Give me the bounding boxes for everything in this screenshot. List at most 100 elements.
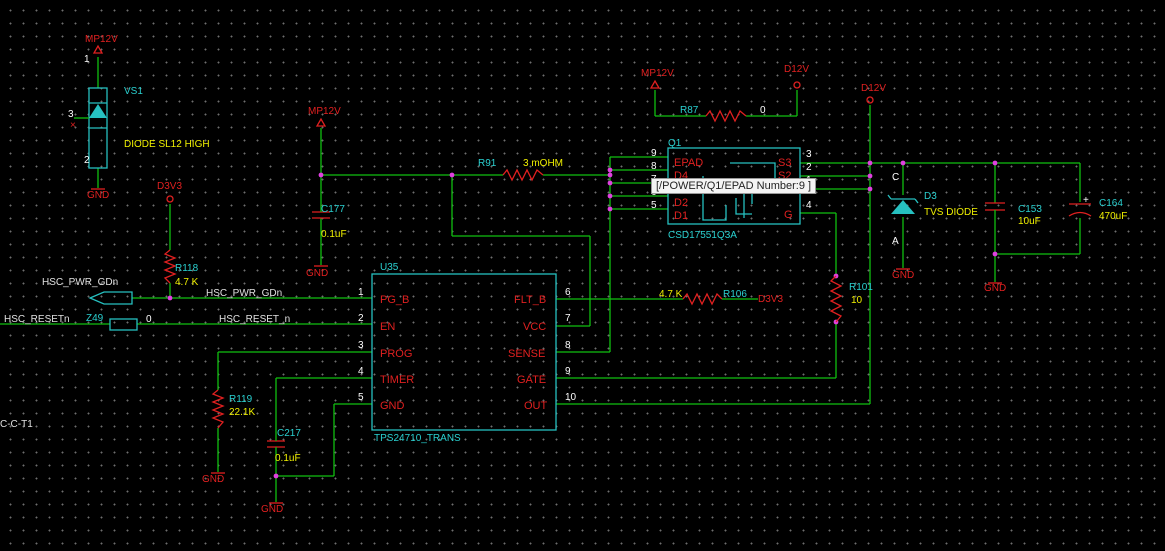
svg-text:0.1uF: 0.1uF bbox=[321, 229, 347, 240]
svg-text:C: C bbox=[892, 172, 899, 183]
resistor-r118[interactable]: R118 4.7 K bbox=[163, 249, 199, 288]
svg-text:GND: GND bbox=[380, 400, 405, 412]
svg-text:MP12V: MP12V bbox=[85, 34, 118, 45]
svg-text:G: G bbox=[784, 209, 793, 221]
svg-text:5: 5 bbox=[651, 200, 657, 211]
svg-text:CSD17551Q3A: CSD17551Q3A bbox=[668, 230, 737, 241]
svg-text:0.1uF: 0.1uF bbox=[275, 453, 301, 464]
junctions bbox=[167, 160, 998, 479]
gnd-c217[interactable]: GND bbox=[261, 502, 283, 515]
svg-text:TPS24710_TRANS: TPS24710_TRANS bbox=[374, 433, 461, 444]
power-d3v3-r118[interactable]: D3V3 bbox=[157, 181, 182, 203]
svg-text:U35: U35 bbox=[380, 262, 399, 273]
svg-text:4.7 K: 4.7 K bbox=[659, 289, 683, 300]
svg-text:HSC_RESET_n: HSC_RESET_n bbox=[219, 314, 290, 325]
svg-text:C217: C217 bbox=[277, 428, 301, 439]
svg-text:FLT_B: FLT_B bbox=[514, 294, 546, 306]
svg-text:C153: C153 bbox=[1018, 204, 1042, 215]
svg-text:GND: GND bbox=[892, 270, 914, 281]
svg-text:R118: R118 bbox=[175, 263, 199, 274]
svg-text:3 mOHM: 3 mOHM bbox=[523, 158, 563, 169]
hsc-pwr-gdn-port[interactable]: HSC_PWR_GDn HSC_PWR_GDn bbox=[42, 277, 282, 305]
power-d12v-r87[interactable]: D12V bbox=[784, 64, 809, 89]
svg-text:+: + bbox=[1083, 195, 1089, 206]
svg-text:D2: D2 bbox=[674, 197, 688, 209]
svg-text:D12V: D12V bbox=[861, 83, 886, 94]
power-d12v-out[interactable]: D12V bbox=[861, 83, 886, 104]
jumper-z49[interactable]: Z49 0 HSC_RESETn HSC_RESET_n bbox=[4, 313, 290, 331]
svg-text:0: 0 bbox=[760, 105, 766, 116]
svg-text:EN: EN bbox=[380, 321, 395, 333]
svg-text:9: 9 bbox=[565, 366, 571, 377]
svg-text:GND: GND bbox=[306, 268, 328, 279]
gnd-r119[interactable]: GND bbox=[202, 472, 225, 485]
resistor-r101[interactable]: R101 10 bbox=[829, 275, 873, 323]
gnd-c153[interactable]: GND bbox=[984, 282, 1006, 294]
resistor-r106[interactable]: 4.7 K R106 D3V3 bbox=[659, 289, 783, 306]
svg-text:7: 7 bbox=[565, 313, 571, 324]
gnd-d3[interactable]: GND bbox=[892, 268, 914, 281]
capacitor-c217[interactable]: C217 0.1uF bbox=[267, 428, 301, 464]
tvs-diode-d3[interactable]: D3 TVS DIODE C A bbox=[887, 172, 978, 247]
svg-text:GND: GND bbox=[261, 504, 283, 515]
svg-text:2: 2 bbox=[358, 313, 364, 324]
svg-text:3: 3 bbox=[68, 109, 74, 120]
svg-text:9: 9 bbox=[651, 148, 657, 159]
svg-text:D3V3: D3V3 bbox=[157, 181, 182, 192]
resistor-r91[interactable]: R91 3 mOHM bbox=[478, 158, 563, 182]
power-mp12v-c177[interactable]: MP12V bbox=[308, 106, 341, 127]
gnd-vs1[interactable]: GND bbox=[87, 188, 109, 201]
svg-text:R119: R119 bbox=[229, 394, 253, 405]
svg-text:R101: R101 bbox=[849, 282, 873, 293]
svg-text:5: 5 bbox=[358, 392, 364, 403]
mosfet-q1[interactable]: Q1 CSD17551Q3A 9 EPAD 8 D4 7 D3 6 D2 5 D… bbox=[651, 138, 812, 241]
svg-text:GND: GND bbox=[984, 283, 1006, 294]
svg-text:GND: GND bbox=[202, 474, 224, 485]
capacitor-c177[interactable]: C177 0.1uF bbox=[312, 204, 347, 240]
svg-text:TIMER: TIMER bbox=[380, 374, 414, 386]
svg-text:MP12V: MP12V bbox=[641, 68, 674, 79]
svg-text:VS1: VS1 bbox=[124, 86, 143, 97]
svg-text:2: 2 bbox=[84, 155, 90, 166]
svg-text:10: 10 bbox=[565, 392, 577, 403]
svg-text:OUT: OUT bbox=[524, 400, 548, 412]
svg-text:×: × bbox=[70, 120, 76, 131]
svg-text:4: 4 bbox=[358, 366, 364, 377]
svg-text:DIODE SL12 HIGH: DIODE SL12 HIGH bbox=[124, 139, 210, 150]
svg-text:8: 8 bbox=[565, 340, 571, 351]
power-mp12v-r87[interactable]: MP12V bbox=[641, 68, 674, 89]
svg-text:GND: GND bbox=[87, 190, 109, 201]
svg-text:C164: C164 bbox=[1099, 198, 1123, 209]
svg-text:D3V3: D3V3 bbox=[758, 294, 783, 305]
net-label-cut: C-C-T1 bbox=[0, 419, 33, 430]
svg-text:EPAD: EPAD bbox=[674, 157, 703, 169]
svg-text:MP12V: MP12V bbox=[308, 106, 341, 117]
svg-text:VCC: VCC bbox=[523, 321, 546, 333]
resistor-r119[interactable]: R119 22.1K bbox=[211, 389, 255, 429]
svg-text:D1: D1 bbox=[674, 210, 688, 222]
capacitor-c153[interactable]: C153 10uF bbox=[985, 202, 1042, 227]
svg-text:PG_B: PG_B bbox=[380, 294, 409, 306]
svg-text:HSC_PWR_GDn: HSC_PWR_GDn bbox=[42, 277, 118, 288]
svg-text:22.1K: 22.1K bbox=[229, 407, 255, 418]
ic-u35[interactable]: U35 TPS24710_TRANS 1 PG_B 2 EN 3 PROG 4 … bbox=[358, 262, 577, 444]
svg-text:Q1: Q1 bbox=[668, 138, 682, 149]
gnd-c177[interactable]: GND bbox=[306, 265, 328, 279]
power-mp12v-vs1[interactable]: MP12V bbox=[85, 34, 118, 54]
resistor-r87[interactable]: R87 0 bbox=[680, 105, 766, 123]
svg-text:TVS DIODE: TVS DIODE bbox=[924, 207, 978, 218]
svg-text:3: 3 bbox=[358, 340, 364, 351]
vs1-diode[interactable]: 1 2 3 × VS1 DIODE SL12 HIGH bbox=[68, 54, 210, 169]
svg-text:R87: R87 bbox=[680, 105, 699, 116]
svg-text:D12V: D12V bbox=[784, 64, 809, 75]
hover-tooltip: [/POWER/Q1/EPAD Number:9 ] bbox=[651, 178, 817, 194]
svg-text:6: 6 bbox=[565, 287, 571, 298]
capacitor-c164[interactable]: + C164 470uF bbox=[1068, 195, 1127, 222]
wires bbox=[0, 57, 1081, 502]
svg-text:SENSE: SENSE bbox=[508, 348, 545, 360]
svg-text:3: 3 bbox=[806, 149, 812, 160]
svg-text:Z49: Z49 bbox=[86, 313, 104, 324]
svg-text:R106: R106 bbox=[723, 289, 747, 300]
